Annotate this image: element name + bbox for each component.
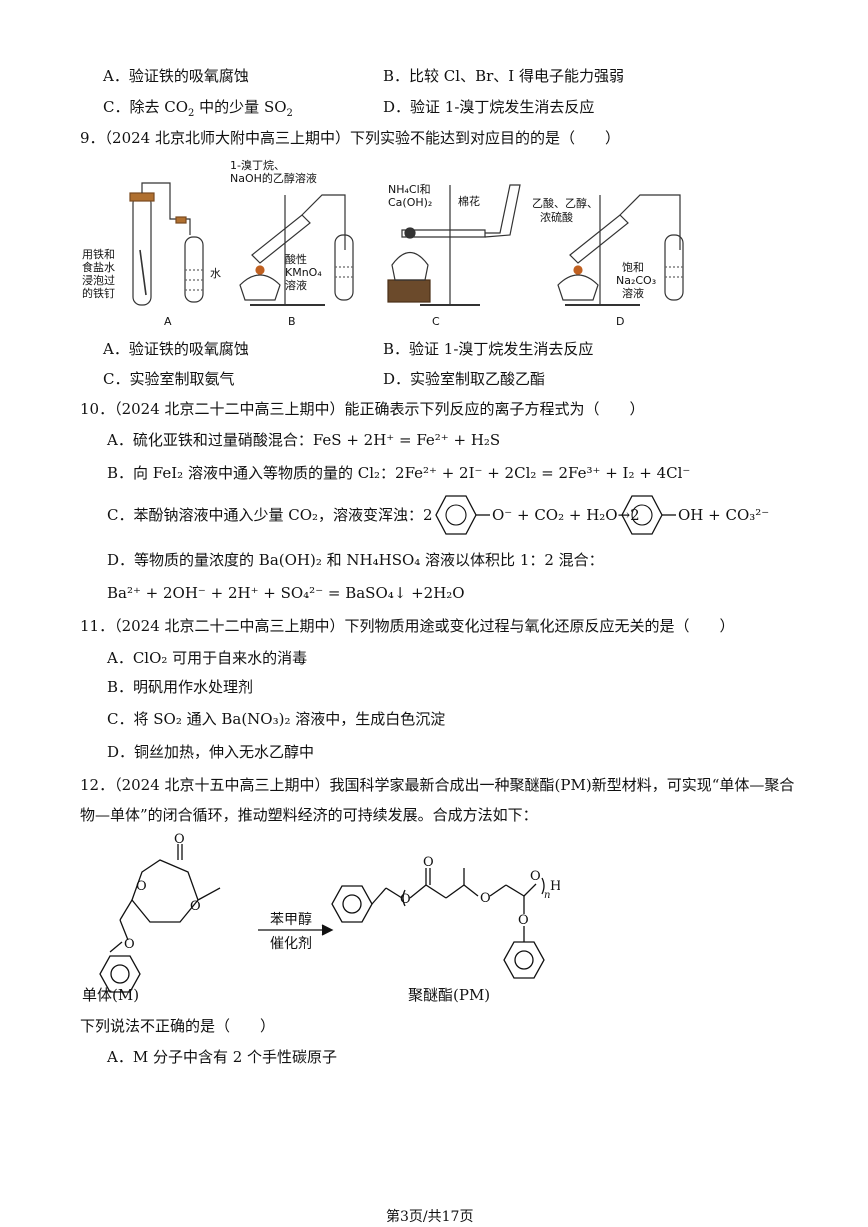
m-ring-o-right: O bbox=[190, 899, 201, 914]
q9-option-b: B．验证 1-溴丁烷发生消去反应 bbox=[383, 340, 594, 358]
arrow-reagent-bottom: 催化剂 bbox=[270, 936, 312, 952]
q10-option-b: B．向 FeI₂ 溶液中通入等物质的量的 Cl₂：2Fe²⁺ + 2I⁻ + 2… bbox=[107, 464, 691, 482]
pm-chain-o: O bbox=[530, 869, 541, 884]
q9-option-c: C．实验室制取氨气 bbox=[103, 370, 235, 388]
q9-c-label-2: Ca(OH)₂ bbox=[388, 196, 432, 209]
q9-a-label-1: 用铁和 bbox=[82, 248, 115, 261]
q9-c-cotton-label: 棉花 bbox=[458, 194, 480, 208]
q12-monomer-label: 单体(M) bbox=[82, 986, 140, 1004]
pm-n-subscript: n bbox=[544, 890, 550, 901]
q8-option-a: A．验证铁的吸氧腐蚀 bbox=[103, 67, 249, 85]
q8-option-d: D．验证 1-溴丁烷发生消去反应 bbox=[383, 98, 595, 116]
q11-option-d: D．铜丝加热，伸入无水乙醇中 bbox=[107, 743, 315, 761]
q9-apparatus-figure: 用铁和 食盐水 浸泡过 的铁钉 水 1-溴丁烷、 NaOH的乙醇溶液 酸性 KM… bbox=[82, 158, 684, 328]
q9-b-reagent-1: 酸性 bbox=[285, 252, 307, 266]
q10-option-c-mid2: OH + CO₃²⁻ bbox=[678, 506, 770, 524]
q11-stem: 11．（2024 北京二十二中高三上期中）下列物质用途或变化过程与氧化还原反应无… bbox=[80, 617, 735, 635]
q11-option-a: A．ClO₂ 可用于自来水的消毒 bbox=[107, 649, 308, 667]
q9-stem: 9．（2024 北京北师大附中高三上期中）下列实验不能达到对应目的的是（ ） bbox=[80, 129, 620, 147]
q9-b-reagent-3: 溶液 bbox=[285, 278, 307, 292]
q10-option-c-text: C．苯酚钠溶液中通入少量 CO₂，溶液变浑浊：2 bbox=[107, 506, 433, 524]
m-carbonyl-o: O bbox=[174, 832, 185, 847]
pm-carbonyl-o: O bbox=[423, 855, 434, 870]
q12-question: 下列说法不正确的是（ ） bbox=[80, 1017, 276, 1035]
phenol-ring-icon bbox=[621, 495, 676, 535]
q12-stem-line2: 物—单体”的闭合循环，推动塑料经济的可持续发展。合成方法如下： bbox=[80, 806, 538, 824]
m-ring-o-left: O bbox=[136, 879, 147, 894]
q9-b-label-2: NaOH的乙醇溶液 bbox=[230, 171, 317, 185]
page-footer: 第3页/共17页 bbox=[386, 1209, 474, 1225]
pm-terminal-h: H bbox=[550, 879, 560, 894]
q9-d-reagent-2: Na₂CO₃ bbox=[616, 274, 656, 287]
q12-polymer-label: 聚醚酯(PM) bbox=[408, 986, 491, 1004]
q9-letter-d: D bbox=[616, 315, 624, 328]
q10-stem: 10．（2024 北京二十二中高三上期中）能正确表示下列反应的离子方程式为（ ） bbox=[80, 400, 645, 418]
q12-option-a: A．M 分子中含有 2 个手性碳原子 bbox=[107, 1048, 338, 1066]
q9-b-reagent-2: KMnO₄ bbox=[285, 266, 322, 279]
q11-option-c: C．将 SO₂ 通入 Ba(NO₃)₂ 溶液中，生成白色沉淀 bbox=[107, 710, 446, 728]
pm-phenoxy-o: O bbox=[518, 913, 529, 928]
q9-b-label-1: 1-溴丁烷、 bbox=[230, 158, 285, 172]
q9-a-label-3: 浸泡过 bbox=[82, 273, 115, 287]
q9-letter-b: B bbox=[288, 315, 296, 328]
q9-a-label-4: 的铁钉 bbox=[82, 286, 115, 300]
q9-option-a: A．验证铁的吸氧腐蚀 bbox=[103, 340, 249, 358]
q9-a-label-2: 食盐水 bbox=[82, 260, 115, 274]
q8-option-c: C．除去 CO2 中的少量 SO2 bbox=[103, 98, 293, 119]
q10-option-c-mid1: O⁻ + CO₂ + H₂O→2 bbox=[492, 506, 640, 524]
arrow-reagent-top: 苯甲醇 bbox=[270, 911, 312, 928]
q9-a-water-label: 水 bbox=[210, 267, 221, 280]
q9-letter-c: C bbox=[432, 315, 440, 328]
q12-synthesis-scheme: O O O O O O O O O n H 苯甲醇 催化剂 bbox=[99, 832, 560, 993]
q10-option-a: A．硫化亚铁和过量硝酸混合：FeS + 2H⁺ = Fe²⁺ + H₂S bbox=[107, 431, 501, 449]
phenolate-ring-icon bbox=[435, 495, 490, 535]
q9-letter-a: A bbox=[164, 315, 172, 328]
m-ether-o: O bbox=[124, 937, 135, 952]
q10-option-d-equation: Ba²⁺ + 2OH⁻ + 2H⁺ + SO₄²⁻ = BaSO₄↓ +2H₂O bbox=[107, 584, 465, 602]
pm-ether-o: O bbox=[480, 891, 491, 906]
q9-d-reagent-1: 饱和 bbox=[622, 260, 644, 274]
q9-d-reagent-3: 溶液 bbox=[622, 286, 644, 300]
q9-d-label-1: 乙酸、乙醇、 bbox=[532, 196, 598, 210]
q9-d-label-2: 浓硫酸 bbox=[540, 210, 573, 224]
pm-ester-o: O bbox=[400, 892, 411, 907]
q11-option-b: B．明矾用作水处理剂 bbox=[107, 678, 254, 696]
q8-option-b: B．比较 Cl、Br、I 得电子能力强弱 bbox=[383, 67, 624, 85]
q9-c-label-1: NH₄Cl和 bbox=[388, 183, 431, 196]
q12-stem-line1: 12．（2024 北京十五中高三上期中）我国科学家最新合成出一种聚醚酯(PM)新… bbox=[80, 776, 795, 794]
q9-option-d: D．实验室制取乙酸乙酯 bbox=[383, 370, 546, 388]
q10-option-d: D．等物质的量浓度的 Ba(OH)₂ 和 NH₄HSO₄ 溶液以体积比 1：2 … bbox=[107, 551, 604, 569]
